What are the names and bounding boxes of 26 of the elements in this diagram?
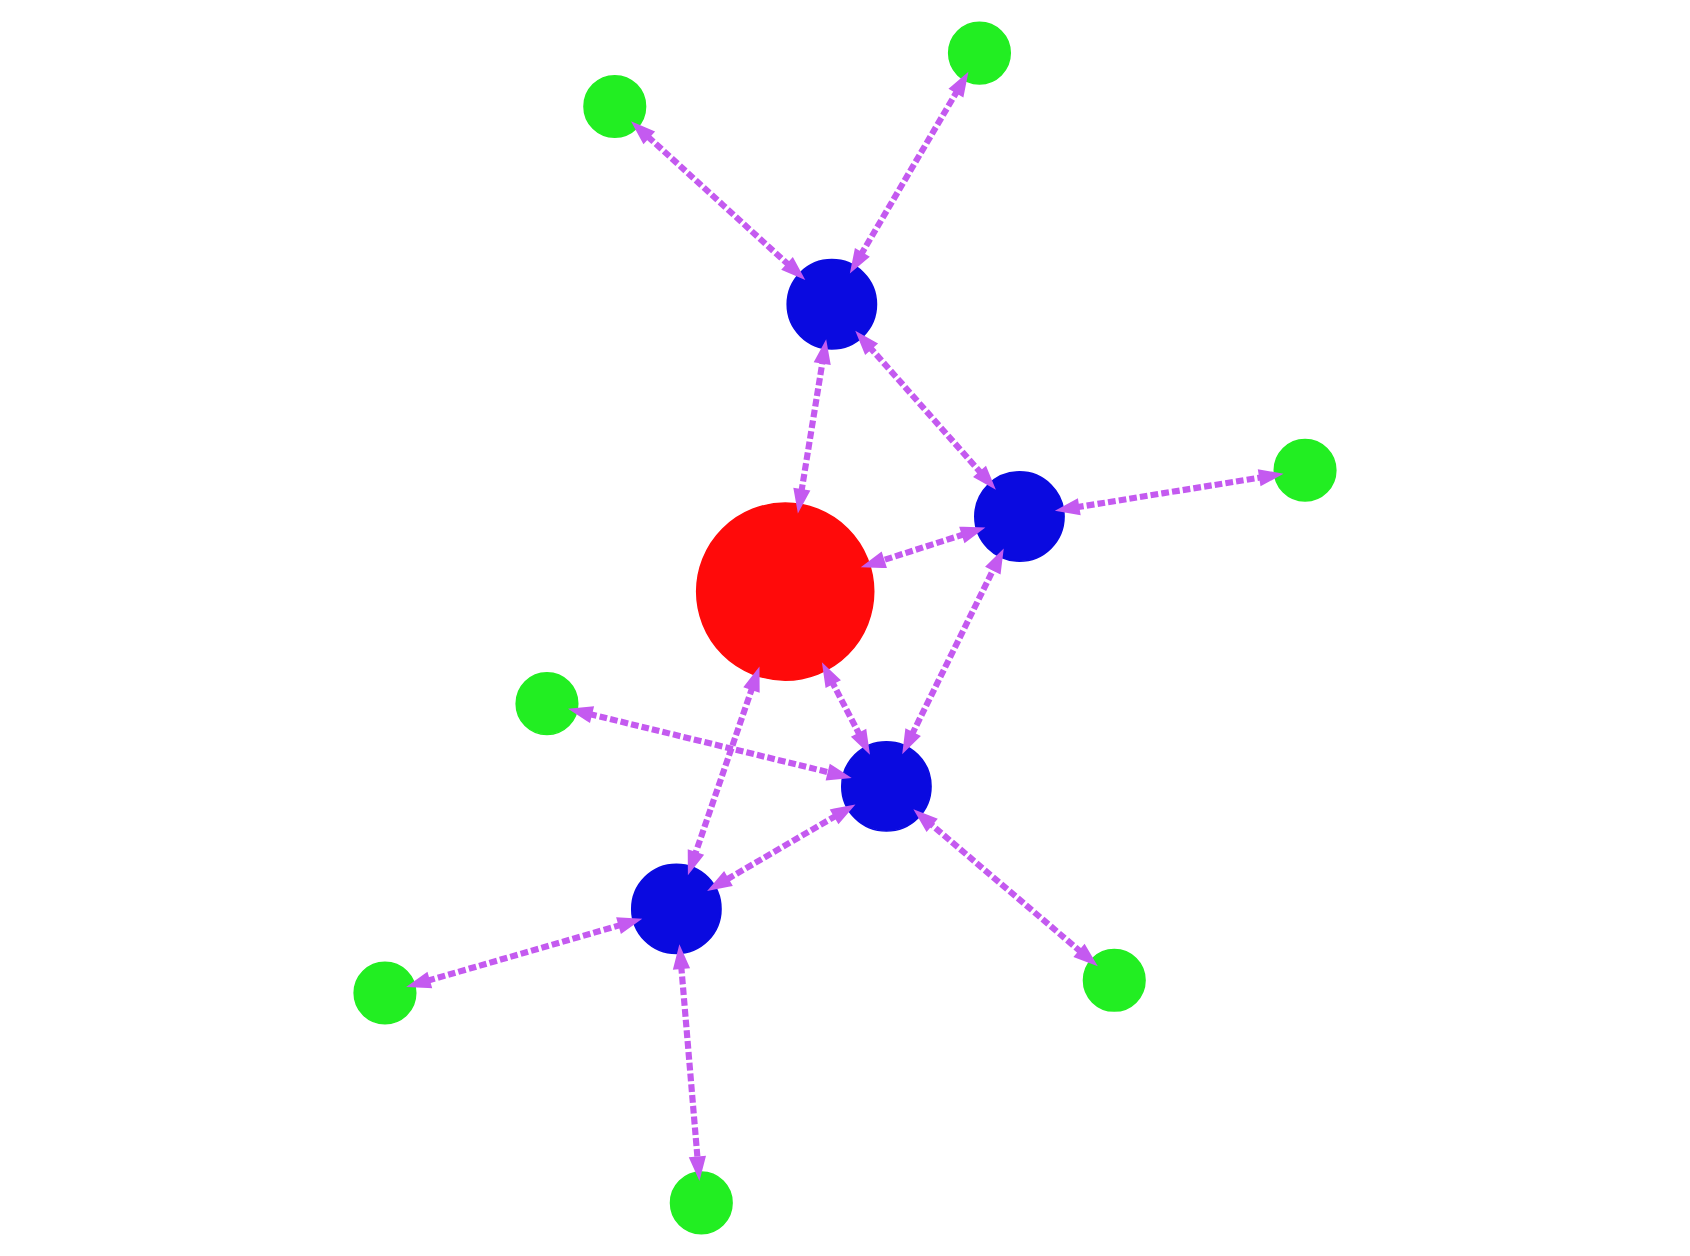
arrow: [568, 706, 852, 781]
arrow: [1054, 469, 1284, 516]
arrow: [707, 804, 856, 891]
node-circle: [841, 740, 932, 832]
node-circle: [786, 258, 878, 350]
arrow: [672, 944, 706, 1182]
node-circle: [353, 961, 417, 1025]
arrow: [849, 71, 969, 274]
node-circle: [583, 74, 647, 138]
node-circle: [669, 1171, 733, 1235]
node-circle: [695, 502, 875, 681]
arrow: [913, 809, 1098, 967]
arrow: [687, 666, 760, 876]
node-circle: [947, 21, 1011, 85]
arrow: [631, 121, 806, 281]
node-circle: [630, 863, 722, 955]
arrow: [793, 339, 831, 514]
arrow: [860, 526, 986, 569]
arrow: [821, 662, 870, 755]
node-circle: [1082, 948, 1146, 1012]
node-circle: [974, 471, 1065, 562]
node-circle: [515, 672, 579, 736]
node-circle: [1273, 438, 1337, 502]
arrow: [406, 917, 643, 989]
arrow: [855, 330, 996, 490]
arrow: [902, 548, 1004, 755]
